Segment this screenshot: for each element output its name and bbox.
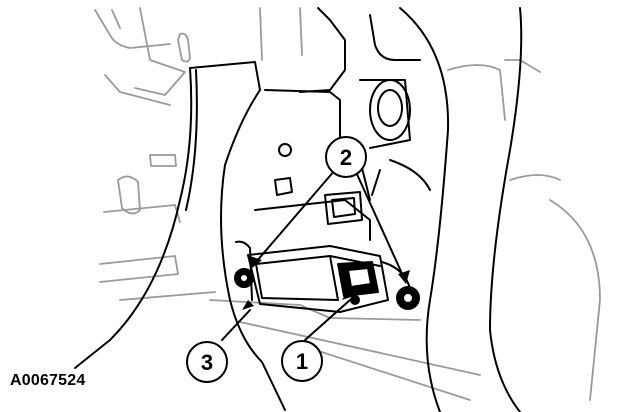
callout-1-label: 1 [296,349,308,374]
figure-id: A0067524 [10,372,86,389]
arrowhead-2b [398,270,410,284]
callout-3-label: 3 [201,350,213,375]
callout-3: 3 [186,341,228,383]
leader-line-3 [221,309,251,341]
background-structure [94,7,601,401]
leader-line-1 [304,299,351,341]
arrowhead-2a [250,256,262,268]
callout-2: 2 [325,136,367,178]
arrowhead-3 [242,300,254,310]
door-opening [389,7,523,412]
arrowhead-1 [342,290,354,300]
upper-mechanism [254,7,421,241]
module-body [235,240,413,313]
arrowheads [242,256,410,310]
bolts [234,268,420,310]
leader-lines [221,169,405,341]
callout-2-label: 2 [340,145,352,170]
leader-line-2a [255,169,336,263]
callout-1: 1 [281,340,323,382]
pillar-trim [74,61,286,411]
leader-line-2b [355,171,405,279]
